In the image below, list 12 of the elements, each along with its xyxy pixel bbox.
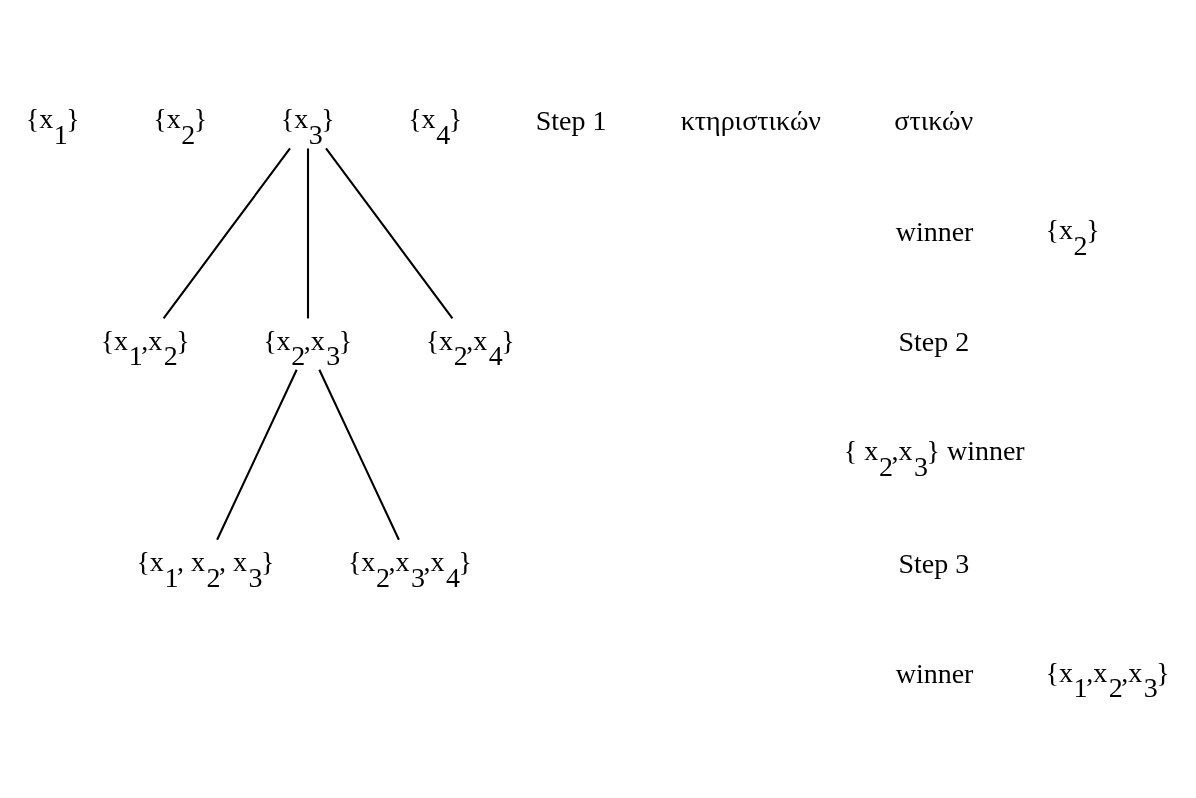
label: winner — [895, 215, 974, 246]
connector — [162, 147, 291, 319]
connector — [325, 147, 454, 319]
connector — [216, 368, 298, 540]
label: στικών — [894, 104, 974, 136]
connector — [318, 368, 400, 540]
label: Step 2 — [898, 325, 970, 357]
label: winner — [895, 657, 974, 689]
label: Step 3 — [898, 547, 970, 579]
label: Step 1 — [535, 104, 607, 136]
connector — [306, 147, 310, 318]
label: κτηριστικών — [680, 104, 821, 136]
